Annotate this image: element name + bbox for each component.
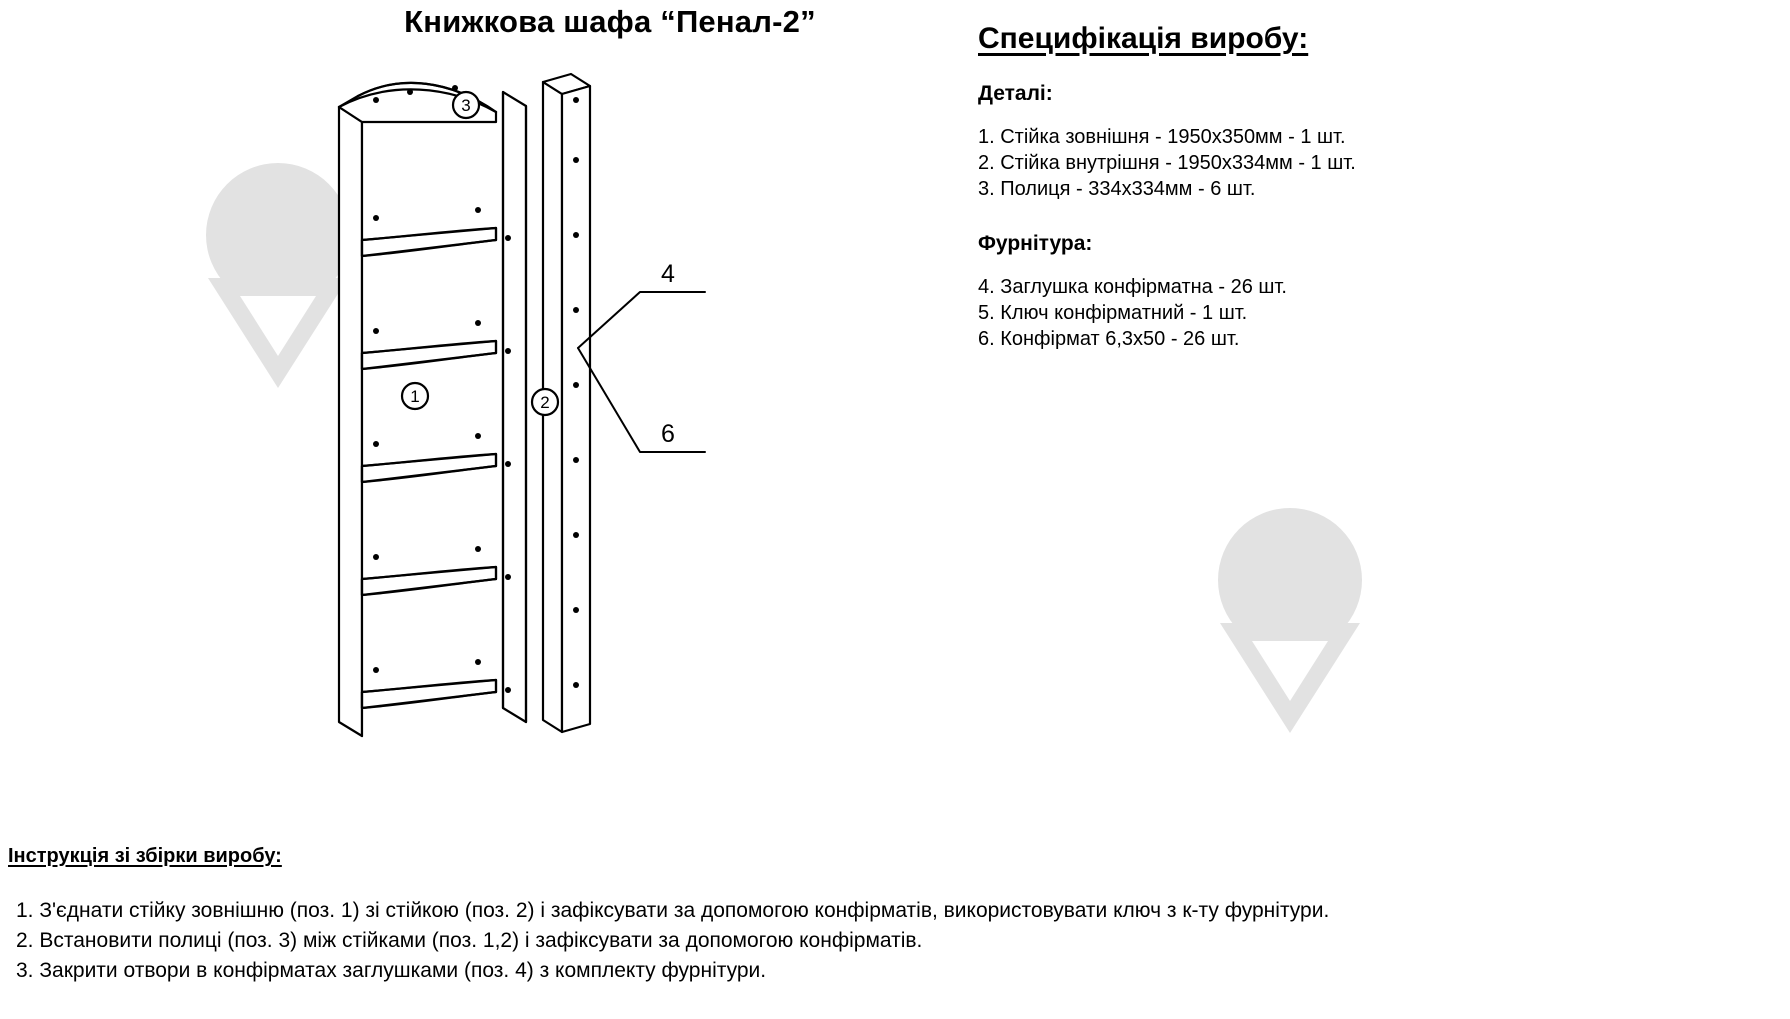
leader-6-label: 6	[661, 420, 675, 448]
leader-4-label: 4	[661, 260, 675, 288]
instructions-heading: Інструкція зі збірки виробу:	[8, 845, 282, 867]
parts-list: 1. Стійка зовнішня - 1950х350мм - 1 шт. …	[968, 124, 1768, 202]
specification-heading: Специфікація виробу:	[978, 22, 1309, 55]
instructions-list: 1. З'єднати стійку зовнішню (поз. 1) зі …	[8, 896, 1788, 986]
product-title: Книжкова шафа “Пенал-2”	[404, 4, 816, 39]
hardware-list: 4. Заглушка конфірматна - 26 шт. 5. Ключ…	[968, 274, 1768, 352]
callout-bubble-2: 2	[530, 387, 560, 417]
instruction-step: 1. З'єднати стійку зовнішню (поз. 1) зі …	[16, 899, 1330, 922]
assembly-drawing: 3 1 2 4 6	[300, 60, 920, 765]
watermark-logo-bottom	[1190, 505, 1390, 740]
leader-lines	[577, 291, 706, 453]
instruction-step: 2. Встановити полиці (поз. 3) між стійка…	[16, 929, 923, 952]
part-shelf	[360, 452, 498, 484]
callout-1-label: 1	[410, 387, 419, 406]
part-shelf	[360, 565, 498, 597]
hardware-heading: Фурнітура:	[978, 232, 1093, 255]
part-item: 3. Полиця - 334х334мм - 6 шт.	[978, 178, 1256, 200]
callout-bubble-1: 1	[400, 381, 430, 411]
part-inner-panel	[501, 90, 528, 724]
part-shelf	[360, 339, 498, 371]
part-item: 1. Стійка зовнішня - 1950х350мм - 1 шт.	[978, 126, 1346, 148]
part-outer-panel	[337, 105, 496, 738]
hardware-item: 6. Конфірмат 6,3х50 - 26 шт.	[978, 328, 1240, 350]
part-item: 2. Стійка внутрішня - 1950х334мм - 1 шт.	[978, 152, 1356, 174]
parts-heading: Деталі:	[978, 82, 1053, 105]
part-shelf	[360, 678, 498, 710]
part-shelf	[360, 226, 498, 258]
specification-panel: Специфікація виробу: Деталі: 1. Стійка з…	[968, 22, 1768, 382]
callout-2-label: 2	[540, 393, 549, 412]
hardware-item: 4. Заглушка конфірматна - 26 шт.	[978, 276, 1287, 298]
confirmat-hole-marks	[373, 85, 579, 693]
instruction-step: 3. Закрити отвори в конфірматах заглушка…	[16, 959, 767, 982]
instructions-block: Інструкція зі збірки виробу: 1. З'єднати…	[8, 845, 1788, 986]
callout-bubble-3: 3	[451, 90, 481, 120]
hardware-item: 5. Ключ конфірматний - 1 шт.	[978, 302, 1248, 324]
callout-3-label: 3	[461, 96, 470, 115]
